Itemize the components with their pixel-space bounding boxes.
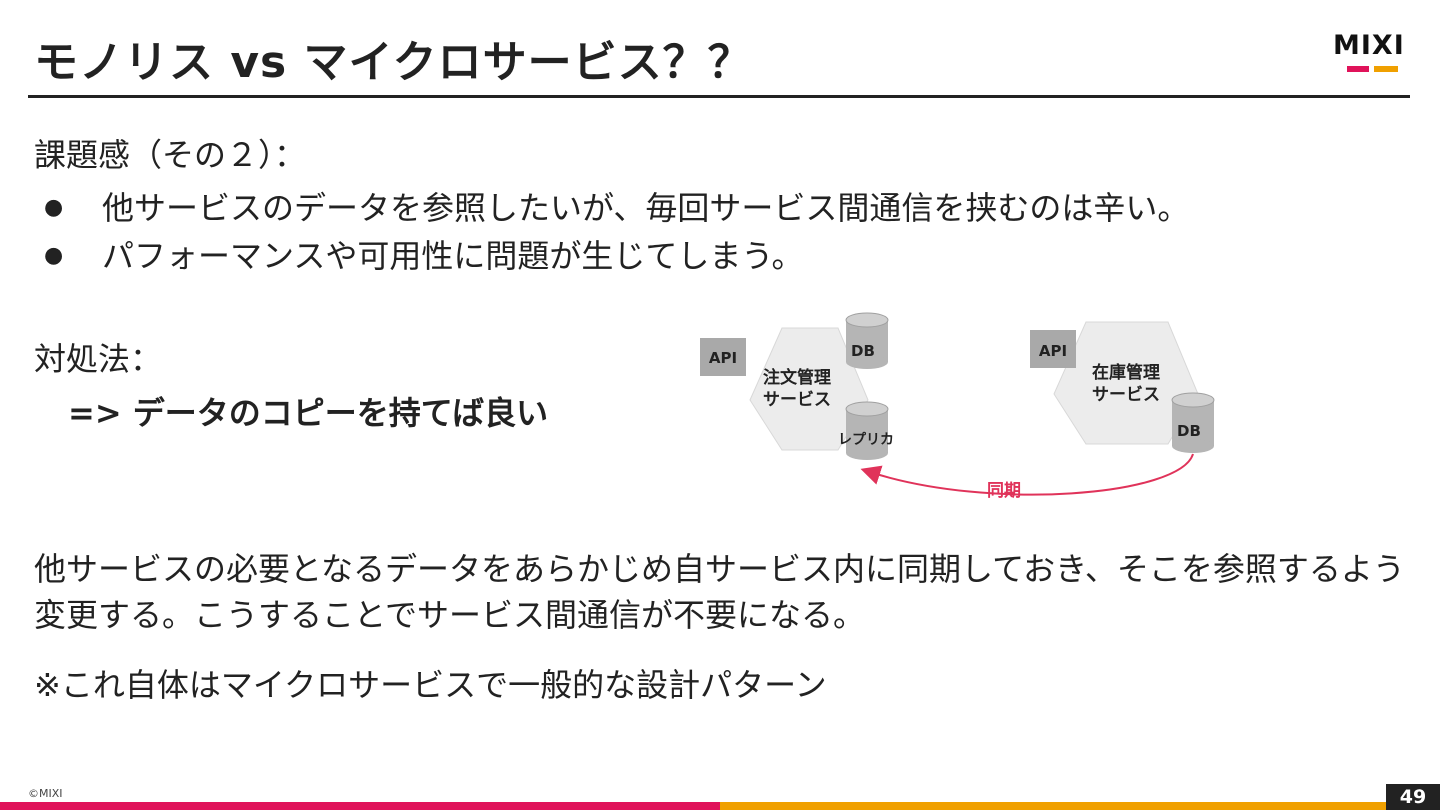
footer-bar-orange	[720, 802, 1440, 810]
page-number: 49	[1386, 784, 1440, 810]
issue-bullet-list: ● 他サービスのデータを参照したいが、毎回サービス間通信を挟むのは辛い。 ● パ…	[44, 184, 1189, 280]
inventory-db-label: DB	[1177, 422, 1201, 440]
order-api-label: API	[709, 349, 737, 367]
issue-bullet: ● パフォーマンスや可用性に問題が生じてしまう。	[44, 232, 1189, 280]
inventory-api-label: API	[1039, 342, 1067, 360]
order-service-hexagon	[749, 327, 869, 451]
data-replication-diagram: API 注文管理 サービス DB レプリカ API 在庫管理 サービス DB 同…	[700, 312, 1215, 501]
slide-title: モノリス vs マイクロサービス？？	[34, 37, 753, 88]
order-service-name-line2: サービス	[763, 390, 831, 410]
sync-label: 同期	[987, 481, 1021, 501]
logo-bar-pink	[1347, 66, 1369, 72]
replica-db-cylinder	[845, 401, 889, 460]
issue-label: 課題感（その２）：	[34, 136, 307, 174]
description-text: 他サービスの必要となるデータをあらかじめ自サービス内に同期しておき、そこを参照す…	[34, 550, 1405, 634]
bullet-text: パフォーマンスや可用性に問題が生じてしまう。	[102, 237, 804, 275]
copyright: ©MIXI	[28, 787, 63, 800]
logo-text: MIXI	[1333, 30, 1405, 61]
order-db-label: DB	[851, 342, 875, 360]
order-service-name-line1: 注文管理	[763, 367, 831, 388]
title-divider	[28, 95, 1410, 98]
inventory-service-node: API 在庫管理 サービス DB	[1030, 321, 1215, 453]
solution-label: 対処法：	[34, 340, 163, 378]
order-api-box	[700, 338, 746, 376]
note-text: ※これ自体はマイクロサービスで一般的な設計パターン	[34, 666, 827, 704]
inventory-db-cylinder	[1171, 392, 1215, 453]
bullet-text: 他サービスのデータを参照したいが、毎回サービス間通信を挟むのは辛い。	[102, 189, 1190, 227]
footer-bar-pink	[0, 802, 720, 810]
inventory-service-name-line2: サービス	[1092, 385, 1160, 405]
inventory-service-name-line1: 在庫管理	[1092, 362, 1160, 383]
order-service-node: API 注文管理 サービス DB レプリカ	[700, 312, 894, 460]
inventory-api-box	[1030, 330, 1076, 368]
issue-bullet: ● 他サービスのデータを参照したいが、毎回サービス間通信を挟むのは辛い。	[44, 184, 1189, 232]
bullet-marker: ●	[44, 195, 64, 220]
mixi-logo: MIXI	[1333, 30, 1409, 74]
solution-text: => データのコピーを持てば良い	[68, 394, 549, 432]
sync-arrow	[860, 453, 1194, 496]
logo-bar-orange	[1374, 66, 1398, 72]
bullet-marker: ●	[44, 243, 64, 268]
order-db-cylinder	[845, 312, 889, 369]
replica-label: レプリカ	[838, 432, 894, 448]
